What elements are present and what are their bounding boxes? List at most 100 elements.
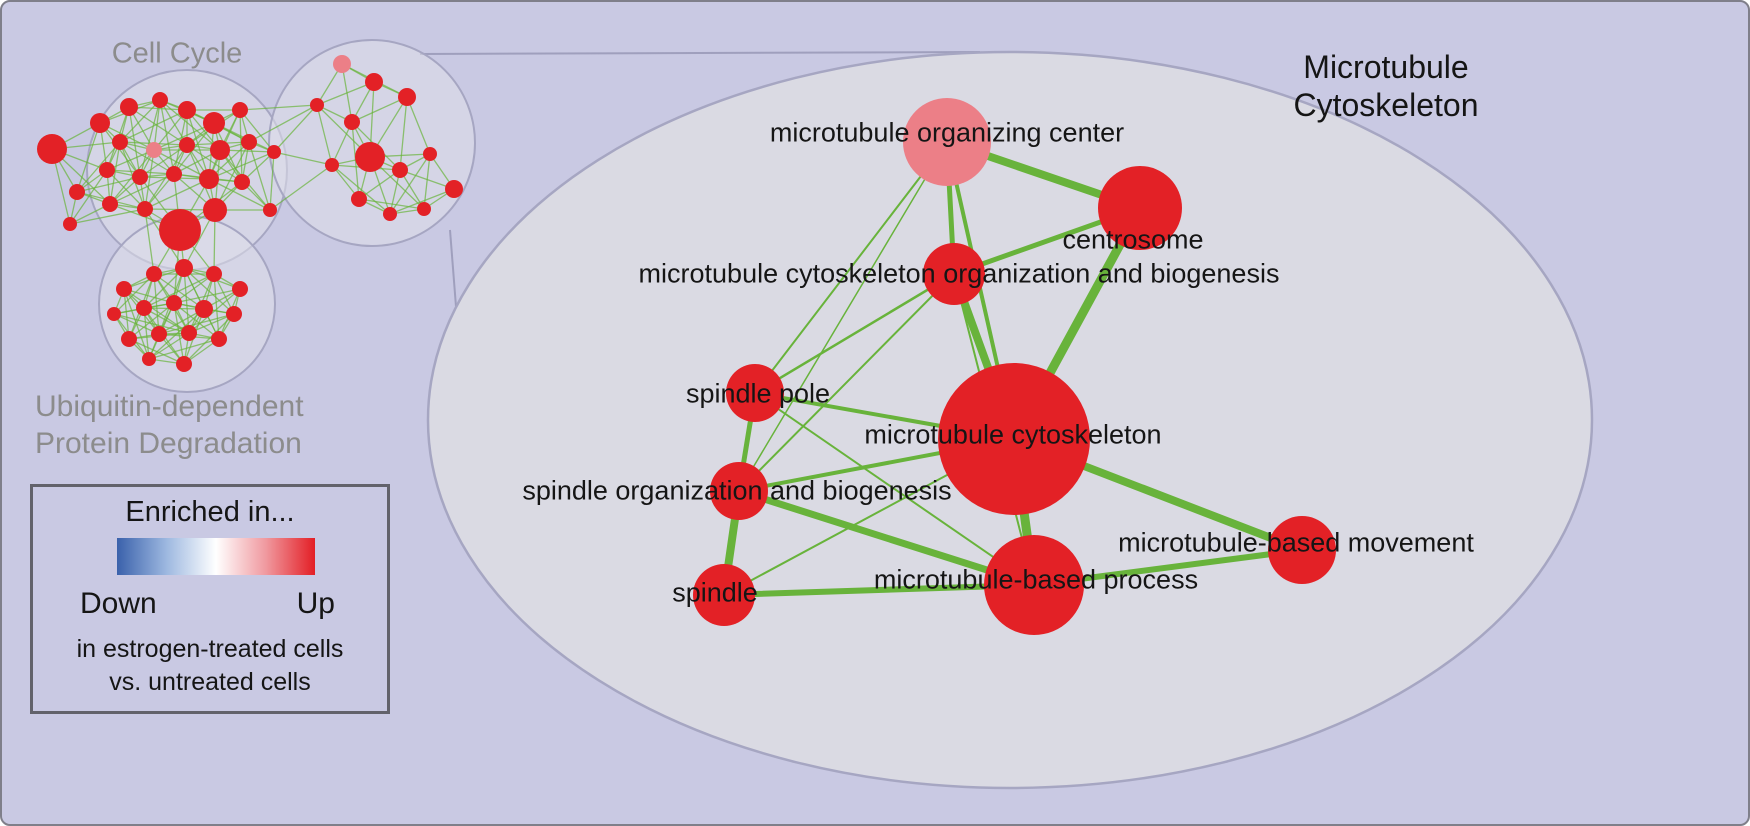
ubiquitin-cluster-label: Ubiquitin-dependent Protein Degradation bbox=[35, 388, 304, 462]
legend-up-label: Up bbox=[296, 587, 335, 620]
overview-node bbox=[234, 174, 250, 190]
overview-edge bbox=[153, 273, 160, 335]
overview-edge bbox=[113, 273, 155, 315]
overview-edge bbox=[351, 96, 408, 123]
overview-edge bbox=[143, 267, 185, 309]
overview-node bbox=[232, 281, 248, 297]
overview-node bbox=[63, 217, 77, 231]
overview-edge bbox=[69, 208, 146, 225]
overview-node bbox=[195, 300, 213, 318]
overview-edge bbox=[106, 149, 155, 171]
overview-node bbox=[112, 134, 128, 150]
overview-node bbox=[132, 169, 148, 185]
overview-node bbox=[226, 306, 242, 322]
overview-edge bbox=[358, 198, 425, 210]
overview-edge bbox=[144, 149, 155, 210]
overview-edge bbox=[273, 104, 318, 153]
overview-node bbox=[333, 55, 351, 73]
legend-gradient-bar bbox=[117, 538, 315, 575]
overview-node bbox=[417, 202, 431, 216]
overview-edge bbox=[139, 144, 188, 178]
overview-edge bbox=[316, 81, 375, 106]
overview-node bbox=[206, 266, 222, 282]
overview-edge bbox=[139, 99, 161, 178]
overview-edge bbox=[143, 307, 150, 360]
overview-node bbox=[211, 331, 227, 347]
overview-node bbox=[121, 331, 137, 347]
overview-node bbox=[178, 101, 196, 119]
overview-node bbox=[325, 158, 339, 172]
cell-cycle-cluster-label: Cell Cycle bbox=[111, 37, 243, 70]
overview-edge bbox=[173, 288, 241, 304]
detail-node-label-mcob: microtubule cytoskeleton organization an… bbox=[638, 258, 1280, 289]
overview-edge bbox=[208, 178, 271, 211]
overview-edge bbox=[158, 313, 235, 335]
overview-node bbox=[159, 209, 201, 251]
overview-node bbox=[210, 140, 230, 160]
overview-node bbox=[137, 201, 153, 217]
detail-node-centrosome bbox=[1098, 166, 1182, 250]
overview-node bbox=[351, 191, 367, 207]
overview-edge bbox=[128, 338, 185, 365]
detail-edge-mcob-spindle_pole bbox=[753, 272, 956, 395]
detail-node-spindle_pole bbox=[726, 364, 784, 422]
overview-node bbox=[166, 295, 182, 311]
detail-node-label-mbm: microtubule-based movement bbox=[1118, 527, 1474, 558]
overview-node bbox=[146, 142, 162, 158]
overview-node bbox=[423, 147, 437, 161]
detail-node-spindle bbox=[693, 564, 755, 626]
overview-edge bbox=[183, 313, 235, 365]
overview-node bbox=[176, 356, 192, 372]
overview-edge bbox=[123, 288, 130, 340]
legend-caption-line2: vs. untreated cells bbox=[109, 668, 311, 696]
overview-edge bbox=[248, 104, 318, 143]
overview-node bbox=[120, 98, 138, 116]
overview-edge bbox=[128, 302, 175, 340]
overview-node bbox=[232, 102, 248, 118]
detail-node-mc bbox=[938, 363, 1090, 515]
overview-edge bbox=[119, 99, 161, 143]
overview-node bbox=[392, 162, 408, 178]
overview-node bbox=[355, 142, 385, 172]
legend-title: Enriched in... bbox=[125, 496, 295, 528]
overview-node bbox=[107, 307, 121, 321]
overview-node bbox=[90, 113, 110, 133]
zoom-connector-line bbox=[419, 51, 981, 55]
overview-node bbox=[365, 73, 383, 91]
overview-edge bbox=[269, 151, 275, 211]
detail-node-label-spindle: spindle bbox=[672, 577, 758, 608]
overview-node bbox=[383, 207, 397, 221]
overview-node bbox=[102, 196, 118, 212]
overview-node bbox=[116, 281, 132, 297]
overview-edge bbox=[69, 169, 108, 225]
overview-edge bbox=[109, 141, 121, 205]
detail-node-mbp bbox=[984, 535, 1084, 635]
detail-node-mcob bbox=[923, 243, 985, 305]
overview-edge bbox=[76, 122, 101, 193]
detail-node-label-spindle_pole: spindle pole bbox=[685, 378, 831, 409]
overview-node bbox=[175, 259, 193, 277]
overview-node bbox=[203, 112, 225, 134]
microtubule-title-line2: Cytoskeleton bbox=[1293, 87, 1479, 123]
overview-edge bbox=[76, 141, 121, 193]
overview-node bbox=[199, 169, 219, 189]
overview-node bbox=[398, 88, 416, 106]
overview-edge bbox=[239, 109, 243, 183]
overview-node bbox=[136, 300, 152, 316]
overview-node bbox=[146, 266, 162, 282]
overview-node bbox=[344, 114, 360, 130]
overview-edge bbox=[389, 153, 431, 215]
overview-edge bbox=[316, 104, 333, 166]
overview-node bbox=[69, 184, 85, 200]
ubiquitin-label-line1: Ubiquitin-dependent bbox=[35, 390, 304, 423]
detail-node-moc bbox=[903, 98, 991, 186]
detail-edge-sob-mbp bbox=[735, 487, 1038, 589]
overview-edge bbox=[144, 144, 188, 210]
overview-node bbox=[142, 352, 156, 366]
overview-node bbox=[445, 180, 463, 198]
overview-edge bbox=[144, 178, 210, 210]
overview-edge bbox=[399, 96, 408, 171]
detail-edge-spindle_pole-mbp bbox=[754, 392, 1035, 586]
